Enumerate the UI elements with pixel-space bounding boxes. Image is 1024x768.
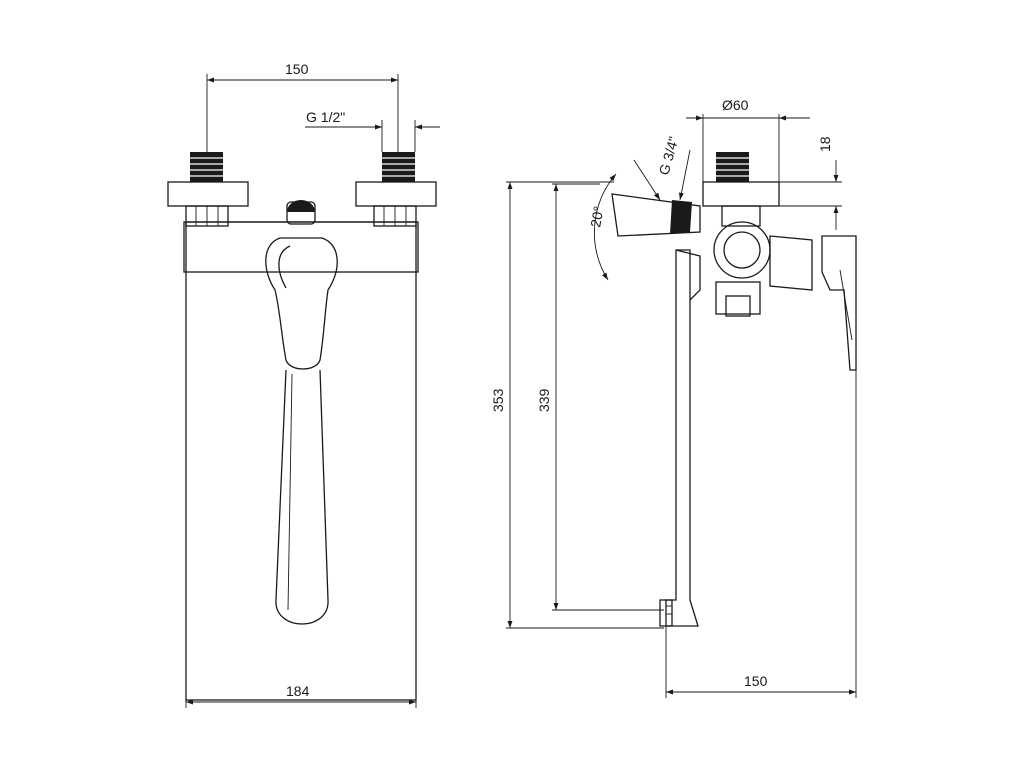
side-angled-connector bbox=[611, 193, 701, 237]
front-lever-handle bbox=[265, 237, 338, 370]
dim-side-projection: 150 bbox=[744, 673, 768, 689]
side-dimensions: 353 339 20° G 3/4" Ø60 18 150 bbox=[490, 97, 857, 698]
front-view bbox=[167, 152, 437, 701]
dim-side-angle: 20° bbox=[587, 205, 606, 229]
front-spout bbox=[275, 369, 329, 625]
front-top-knob bbox=[286, 200, 316, 225]
left-connector bbox=[167, 152, 249, 227]
dim-front-spacing: 150 bbox=[285, 61, 309, 77]
dim-side-depth-top: 18 bbox=[817, 136, 833, 152]
side-top-block bbox=[702, 181, 780, 207]
front-mixer-body bbox=[183, 221, 419, 273]
side-wall-plate bbox=[665, 249, 699, 627]
right-connector bbox=[355, 152, 437, 227]
front-wall-plate bbox=[185, 221, 417, 701]
side-view bbox=[611, 152, 857, 627]
front-dimensions: 150 G 1/2" 184 bbox=[185, 61, 440, 708]
dim-side-thread: G 3/4" bbox=[656, 135, 682, 177]
side-body-round bbox=[713, 221, 771, 279]
side-lever bbox=[821, 235, 857, 371]
dim-front-thread: G 1/2" bbox=[306, 109, 345, 125]
dim-side-height-spout: 339 bbox=[536, 388, 552, 412]
dim-side-height-total: 353 bbox=[490, 388, 506, 412]
dim-front-width: 184 bbox=[286, 683, 310, 699]
dim-side-diameter: Ø60 bbox=[722, 97, 749, 113]
